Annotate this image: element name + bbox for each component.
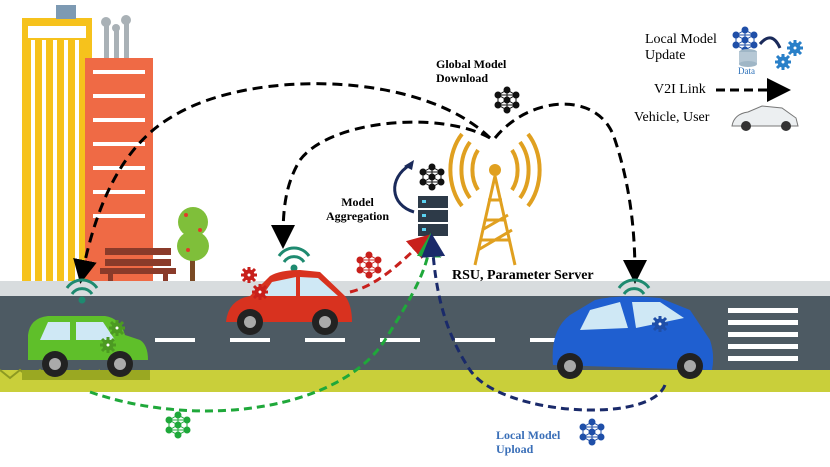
update-arrow: [758, 36, 782, 49]
red-car: [226, 270, 352, 335]
crosswalk: [728, 308, 798, 361]
rsu-label: RSU, Parameter Server: [452, 268, 594, 283]
legend-vehicle-label: Vehicle, User: [634, 110, 710, 125]
model-aggregation-label: Model Aggregation: [326, 195, 390, 224]
green-upload-link: [89, 233, 441, 413]
tree: [177, 207, 209, 284]
neural-network-icon: [419, 163, 445, 191]
wifi-icon: [65, 278, 99, 304]
gear-icon: [239, 265, 259, 285]
wifi-icon: [277, 246, 311, 272]
download-links: [73, 82, 647, 284]
legend-local-update: Local Model Update: [645, 32, 717, 64]
gear-icon: [107, 318, 127, 338]
gear-icon: [250, 282, 270, 302]
neural-network-icon: [494, 86, 520, 114]
local-upload-line1: Local Model: [496, 428, 561, 442]
gear-icon: [773, 52, 793, 72]
local-upload-line2: Upload: [496, 441, 534, 456]
local-model-upload-label: Local Model Upload: [496, 428, 561, 457]
gear-icon: [98, 335, 118, 355]
global-model-line2: Download: [436, 70, 489, 85]
neural-network-icon: [356, 251, 382, 279]
bench: [100, 248, 176, 284]
gear-icon: [650, 314, 670, 334]
model-agg-line2: Aggregation: [326, 208, 390, 223]
gear-icon: [785, 38, 805, 58]
neural-network-icon: [579, 418, 605, 446]
neural-network-icon: [165, 411, 191, 439]
legend-v2i-label: V2I Link: [654, 82, 706, 97]
neural-network-icon: [732, 26, 758, 54]
blue-car: [552, 296, 714, 379]
chimneys: [101, 15, 131, 62]
legend-data-label: Data: [738, 66, 755, 76]
orange-building: [85, 58, 153, 284]
aggregation-arrow: [393, 163, 415, 214]
server-icon: [418, 196, 448, 236]
blue-upload-link: [421, 233, 667, 412]
legend-vehicle-icon: [731, 105, 799, 131]
global-model-line1: Global Model: [436, 57, 507, 71]
tall-yellow-building: [22, 5, 92, 284]
antenna-tower-icon: [448, 132, 542, 266]
legend-local-update-line1: Local Model: [645, 32, 717, 47]
global-model-download-label: Global Model Download: [436, 57, 507, 86]
legend-local-update-line2: Update: [645, 48, 686, 64]
database-icon: [739, 49, 757, 67]
model-agg-line1: Model: [341, 195, 374, 209]
